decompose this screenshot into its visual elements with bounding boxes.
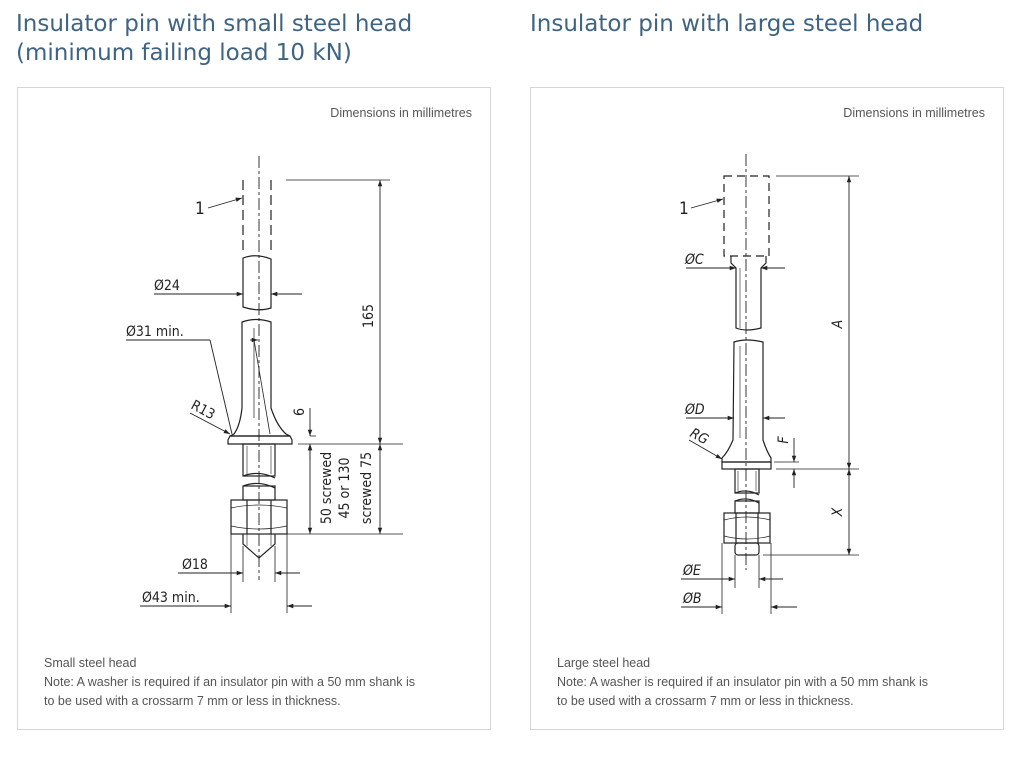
large-steel-head-panel: Dimensions in millimetres bbox=[530, 87, 1004, 730]
caption-note-line2: to be used with a crossarm 7 mm or less … bbox=[44, 694, 341, 708]
dim-screwed-75: screwed 75 bbox=[359, 452, 375, 524]
insulator-outline bbox=[723, 175, 770, 257]
dim-165: 165 bbox=[361, 304, 377, 328]
caption-note-line2: to be used with a crossarm 7 mm or less … bbox=[557, 694, 854, 708]
caption-note-line1: Note: A washer is required if an insulat… bbox=[44, 675, 416, 689]
upper-shank bbox=[730, 256, 767, 331]
dim-dd: ØD bbox=[684, 402, 705, 418]
head-flange bbox=[721, 461, 772, 470]
upper-shank bbox=[242, 255, 272, 311]
large-steel-head-caption: Large steel head Note: A washer is requi… bbox=[557, 654, 928, 711]
tapered-shank bbox=[721, 339, 772, 463]
small-steel-head-caption: Small steel head Note: A washer is requi… bbox=[44, 654, 415, 711]
threaded-stud bbox=[734, 468, 760, 494]
pin-tip bbox=[242, 534, 276, 559]
dim-db: ØB bbox=[682, 591, 702, 607]
caption-title: Large steel head bbox=[557, 656, 651, 670]
head-flange bbox=[227, 435, 293, 445]
caption-note-line1: Note: A washer is required if an insulat… bbox=[557, 675, 929, 689]
large-steel-head-drawing: 1 ØC A ØD RG F X ØE ØB bbox=[679, 154, 859, 614]
left-heading-line1: Insulator pin with small steel head bbox=[16, 11, 413, 37]
right-heading: Insulator pin with large steel head bbox=[530, 10, 923, 39]
nut bbox=[230, 499, 288, 535]
tapered-shank bbox=[229, 318, 291, 437]
dim-f: F bbox=[776, 436, 792, 444]
dim-r13: R13 bbox=[188, 397, 217, 423]
dim-rg: RG bbox=[687, 425, 711, 448]
left-heading-line2: (minimum failing load 10 kN) bbox=[16, 40, 352, 66]
item-label: 1 bbox=[679, 199, 689, 219]
dim-6: 6 bbox=[292, 408, 308, 416]
dim-d43: Ø43 min. bbox=[142, 590, 200, 606]
dim-d31: Ø31 min. bbox=[126, 324, 184, 340]
dim-45-or-130: 45 or 130 bbox=[337, 458, 353, 519]
dimensions-note: Dimensions in millimetres bbox=[843, 106, 985, 120]
pin-tip bbox=[734, 542, 760, 556]
nut bbox=[723, 512, 771, 544]
left-heading: Insulator pin with small steel head (min… bbox=[16, 10, 412, 68]
threaded-stud bbox=[242, 443, 276, 477]
dim-d18: Ø18 bbox=[182, 557, 208, 573]
dim-de: ØE bbox=[682, 563, 701, 579]
dimensions-note: Dimensions in millimetres bbox=[330, 106, 472, 120]
small-steel-head-drawing: 1 Ø24 Ø31 min. R13 165 6 50 screwed 45 o… bbox=[126, 156, 403, 613]
item-label: 1 bbox=[195, 199, 205, 219]
caption-title: Small steel head bbox=[44, 656, 137, 670]
dim-a: A bbox=[830, 320, 846, 330]
dim-d24: Ø24 bbox=[154, 278, 180, 294]
dim-50-screwed: 50 screwed bbox=[319, 452, 335, 524]
dim-dc: ØC bbox=[684, 252, 704, 268]
right-heading-line1: Insulator pin with large steel head bbox=[530, 11, 924, 37]
dim-x: X bbox=[830, 507, 846, 517]
small-steel-head-panel: Dimensions in millimetres bbox=[17, 87, 491, 730]
